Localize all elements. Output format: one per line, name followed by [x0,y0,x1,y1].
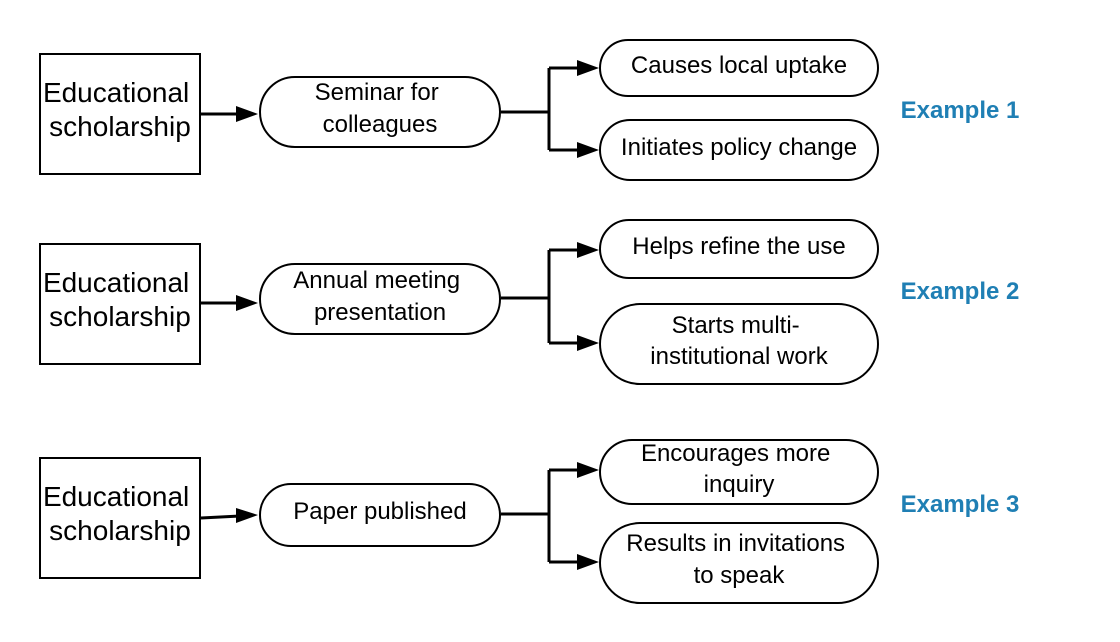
svg-text:Causes local uptake: Causes local uptake [631,52,847,79]
outcome-oval-1: Causes local uptake [599,39,879,97]
outcome-line-2: institutional work [650,343,828,370]
connector-source-to-middle [201,295,258,311]
outcome-oval-2: Starts multi- institutional work [599,303,879,385]
svg-text:Educational scholarshi: Educational scholarship [43,481,197,546]
branch-connector [501,242,599,351]
example-row-3: Educational scholarship Paper published [39,439,1020,604]
middle-oval: Annual meeting presentation [259,263,501,335]
outcome-text: Helps refine the use [632,233,845,260]
source-box: Educational scholarship [39,457,201,579]
connector-source-to-middle [201,106,258,122]
svg-text:Initiates policy change: Initiates policy change [621,134,857,161]
svg-text:Educational scholarshi: Educational scholarship [43,267,197,332]
outcome-oval-1: Encourages more inquiry [599,439,879,505]
source-line-2: scholarship [49,111,191,142]
source-line-2: scholarship [49,515,191,546]
source-box: Educational scholarship [39,53,201,175]
source-line-1: Educational [43,77,189,108]
middle-line-2: colleagues [323,111,438,138]
example-label: Example 3 [901,491,1020,518]
outcome-line-1: Starts multi- [672,312,800,339]
svg-text:Starts multi- institut: Starts multi- institutional work [650,312,828,370]
outcome-line-1: Encourages more [641,440,830,467]
connector-source-to-middle [200,508,258,523]
source-line-1: Educational [43,267,189,298]
outcome-line-2: inquiry [704,471,775,498]
branch-connector [501,60,599,158]
svg-text:Paper published: Paper published [293,498,466,525]
svg-text:Results in invitations: Results in invitations to speak [626,530,851,589]
example-row-2: Educational scholarship Annual meeting p… [39,219,1020,385]
source-box: Educational scholarship [39,243,201,365]
outcome-line-2: to speak [694,562,786,589]
branch-connector [501,462,599,570]
outcome-text: Initiates policy change [621,134,857,161]
middle-line-2: presentation [314,299,446,326]
outcome-oval-1: Helps refine the use [599,219,879,279]
example-row-1: Educational scholarship Seminar for coll… [39,39,1020,181]
svg-text:Educational scholarshi: Educational scholarship [43,77,197,142]
outcome-text: Causes local uptake [631,52,847,79]
svg-text:Helps refine the use: Helps refine the use [632,233,845,260]
svg-text:Encourages more inquir: Encourages more inquiry [641,440,837,498]
outcome-oval-2: Initiates policy change [599,119,879,181]
middle-line-1: Annual meeting [293,267,460,294]
source-line-2: scholarship [49,301,191,332]
outcome-line-1: Results in invitations [626,530,845,557]
example-label: Example 2 [901,278,1020,305]
outcome-oval-2: Results in invitations to speak [599,522,879,604]
svg-text:Annual meeting present: Annual meeting presentation [293,267,466,326]
svg-text:Seminar for colleagues: Seminar for colleagues [315,79,446,138]
middle-line-1: Paper published [293,498,466,525]
source-line-1: Educational [43,481,189,512]
middle-oval: Seminar for colleagues [259,76,501,148]
example-label: Example 1 [901,97,1020,124]
middle-oval: Paper published [259,483,501,547]
middle-line-1: Seminar for [315,79,439,106]
